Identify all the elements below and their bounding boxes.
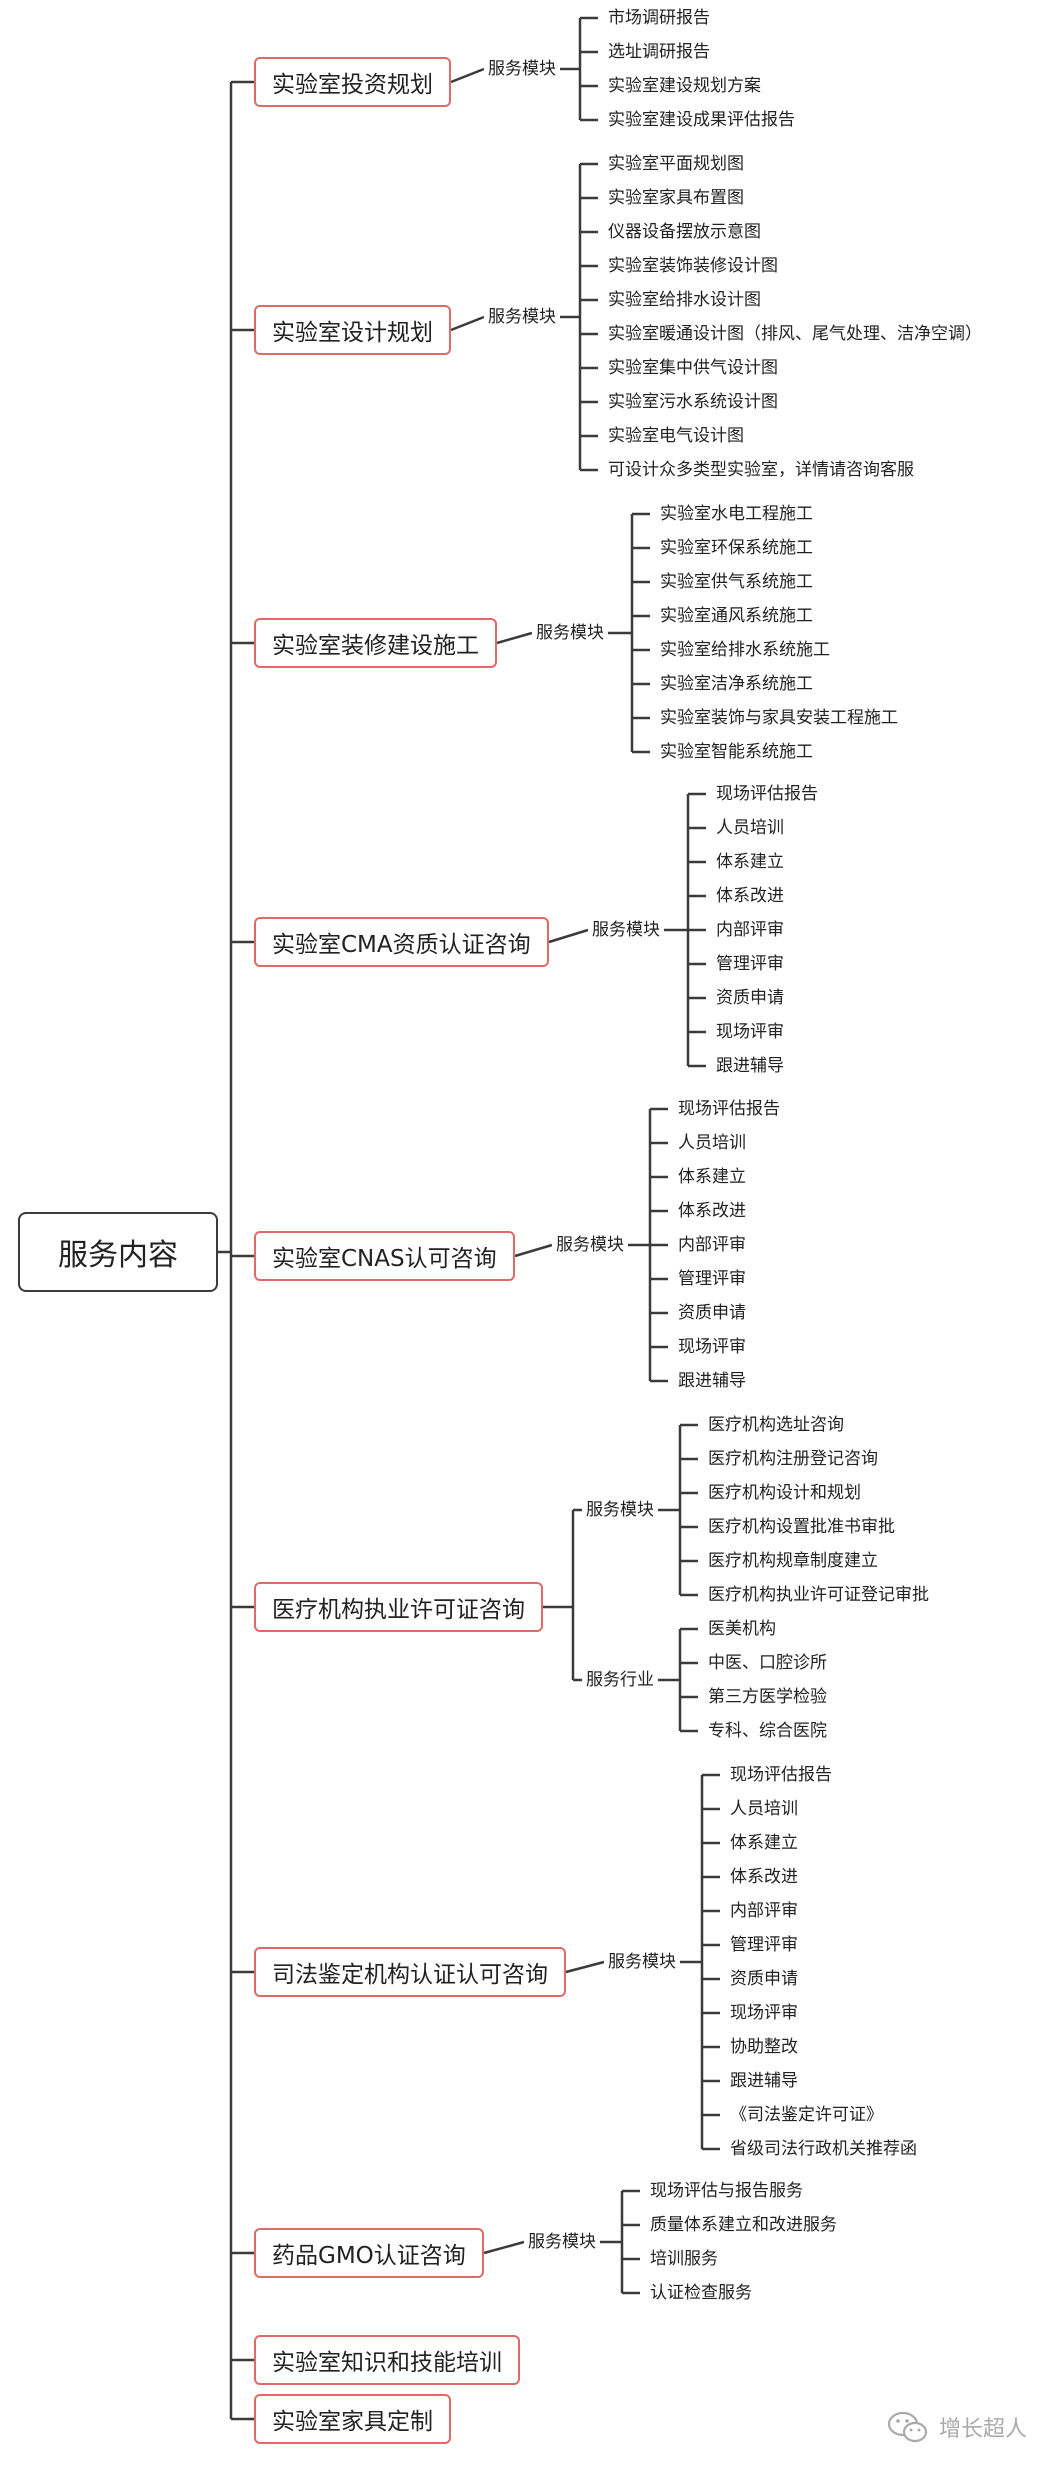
- leaf-item: 选址调研报告: [608, 42, 710, 62]
- leaf-item: 内部评审: [730, 1901, 798, 1921]
- branch-to-group-connector: [514, 1243, 553, 1258]
- leaf-item: 医疗机构设置批准书审批: [708, 1517, 895, 1537]
- branch-to-group-connector: [450, 67, 485, 84]
- leaf-item: 实验室平面规划图: [608, 154, 744, 174]
- leaf-item: 内部评审: [716, 920, 784, 940]
- branch-to-group-connector: [450, 315, 485, 332]
- leaf-item: 体系建立: [730, 1833, 798, 1853]
- group-label: 服务行业: [582, 1669, 658, 1691]
- leaf-item: 现场评估报告: [678, 1099, 780, 1119]
- leaf-item: 中医、口腔诊所: [708, 1653, 827, 1673]
- root-node: 服务内容: [18, 1212, 218, 1292]
- leaf-item: 资质申请: [678, 1303, 746, 1323]
- leaf-item: 实验室建设规划方案: [608, 76, 761, 96]
- branch-node: 实验室设计规划: [254, 305, 451, 355]
- leaf-item: 实验室智能系统施工: [660, 742, 813, 762]
- group-label: 服务模块: [484, 306, 560, 328]
- leaf-item: 体系建立: [716, 852, 784, 872]
- leaf-item: 医疗机构设计和规划: [708, 1483, 861, 1503]
- branch-node: 实验室CMA资质认证咨询: [254, 917, 549, 967]
- leaf-item: 《司法鉴定许可证》: [730, 2105, 883, 2125]
- leaf-item: 认证检查服务: [650, 2283, 752, 2303]
- leaf-item: 跟进辅导: [716, 1056, 784, 1076]
- branch-node: 实验室知识和技能培训: [254, 2335, 520, 2385]
- leaf-item: 实验室装饰与家具安装工程施工: [660, 708, 898, 728]
- leaf-item: 协助整改: [730, 2037, 798, 2057]
- branch-to-group-connector: [565, 1960, 605, 1974]
- leaf-item: 实验室装饰装修设计图: [608, 256, 778, 276]
- leaf-item: 实验室供气系统施工: [660, 572, 813, 592]
- leaf-item: 跟进辅导: [730, 2071, 798, 2091]
- leaf-item: 现场评估报告: [730, 1765, 832, 1785]
- leaf-item: 内部评审: [678, 1235, 746, 1255]
- watermark: 增长超人: [887, 2410, 1027, 2444]
- leaf-item: 管理评审: [730, 1935, 798, 1955]
- leaf-item: 医疗机构执业许可证登记审批: [708, 1585, 929, 1605]
- leaf-item: 管理评审: [678, 1269, 746, 1289]
- leaf-item: 实验室家具布置图: [608, 188, 744, 208]
- branch-node: 实验室CNAS认可咨询: [254, 1231, 515, 1281]
- group-label: 服务模块: [552, 1234, 628, 1256]
- leaf-item: 人员培训: [678, 1133, 746, 1153]
- branch-to-group-connector: [496, 631, 533, 645]
- group-label: 服务模块: [604, 1951, 680, 1973]
- leaf-item: 市场调研报告: [608, 8, 710, 28]
- leaf-item: 实验室给排水系统施工: [660, 640, 830, 660]
- leaf-item: 实验室洁净系统施工: [660, 674, 813, 694]
- leaf-item: 实验室污水系统设计图: [608, 392, 778, 412]
- branch-to-group-connector: [483, 2240, 525, 2255]
- watermark-text: 增长超人: [938, 2417, 1027, 2442]
- group-label: 服务模块: [484, 58, 560, 80]
- branch-node: 实验室投资规划: [254, 57, 451, 107]
- leaf-item: 医疗机构注册登记咨询: [708, 1449, 878, 1469]
- group-label: 服务模块: [532, 622, 608, 644]
- leaf-item: 专科、综合医院: [708, 1721, 827, 1741]
- leaf-item: 医疗机构选址咨询: [708, 1415, 844, 1435]
- group-label: 服务模块: [582, 1499, 658, 1521]
- leaf-item: 质量体系建立和改进服务: [650, 2215, 837, 2235]
- leaf-item: 资质申请: [730, 1969, 798, 1989]
- leaf-item: 实验室给排水设计图: [608, 290, 761, 310]
- branch-node: 医疗机构执业许可证咨询: [254, 1582, 543, 1632]
- branch-to-group-connector: [548, 928, 589, 944]
- leaf-item: 实验室电气设计图: [608, 426, 744, 446]
- branch-node: 实验室装修建设施工: [254, 618, 497, 668]
- leaf-item: 医美机构: [708, 1619, 776, 1639]
- leaf-item: 现场评审: [678, 1337, 746, 1357]
- leaf-item: 人员培训: [716, 818, 784, 838]
- leaf-item: 实验室通风系统施工: [660, 606, 813, 626]
- leaf-item: 医疗机构规章制度建立: [708, 1551, 878, 1571]
- leaf-item: 管理评审: [716, 954, 784, 974]
- leaf-item: 体系改进: [678, 1201, 746, 1221]
- leaf-item: 现场评审: [716, 1022, 784, 1042]
- leaf-item: 省级司法行政机关推荐函: [730, 2139, 917, 2159]
- wechat-icon: [887, 2411, 928, 2443]
- leaf-item: 体系改进: [716, 886, 784, 906]
- group-label: 服务模块: [524, 2231, 600, 2253]
- leaf-item: 现场评审: [730, 2003, 798, 2023]
- leaf-item: 现场评估与报告服务: [650, 2181, 803, 2201]
- leaf-item: 实验室环保系统施工: [660, 538, 813, 558]
- branch-node: 药品GMO认证咨询: [254, 2228, 484, 2278]
- leaf-item: 实验室集中供气设计图: [608, 358, 778, 378]
- branch-node: 实验室家具定制: [254, 2394, 451, 2444]
- leaf-item: 跟进辅导: [678, 1371, 746, 1391]
- leaf-item: 体系改进: [730, 1867, 798, 1887]
- branch-node: 司法鉴定机构认证认可咨询: [254, 1947, 566, 1997]
- leaf-item: 实验室建设成果评估报告: [608, 110, 795, 130]
- leaf-item: 现场评估报告: [716, 784, 818, 804]
- leaf-item: 资质申请: [716, 988, 784, 1008]
- leaf-item: 实验室水电工程施工: [660, 504, 813, 524]
- leaf-item: 第三方医学检验: [708, 1687, 827, 1707]
- leaf-item: 可设计众多类型实验室，详情请咨询客服: [608, 460, 914, 480]
- leaf-item: 人员培训: [730, 1799, 798, 1819]
- group-label: 服务模块: [588, 919, 664, 941]
- leaf-item: 仪器设备摆放示意图: [608, 222, 761, 242]
- leaf-item: 培训服务: [650, 2249, 718, 2269]
- leaf-item: 实验室暖通设计图（排风、尾气处理、洁净空调）: [608, 324, 982, 344]
- leaf-item: 体系建立: [678, 1167, 746, 1187]
